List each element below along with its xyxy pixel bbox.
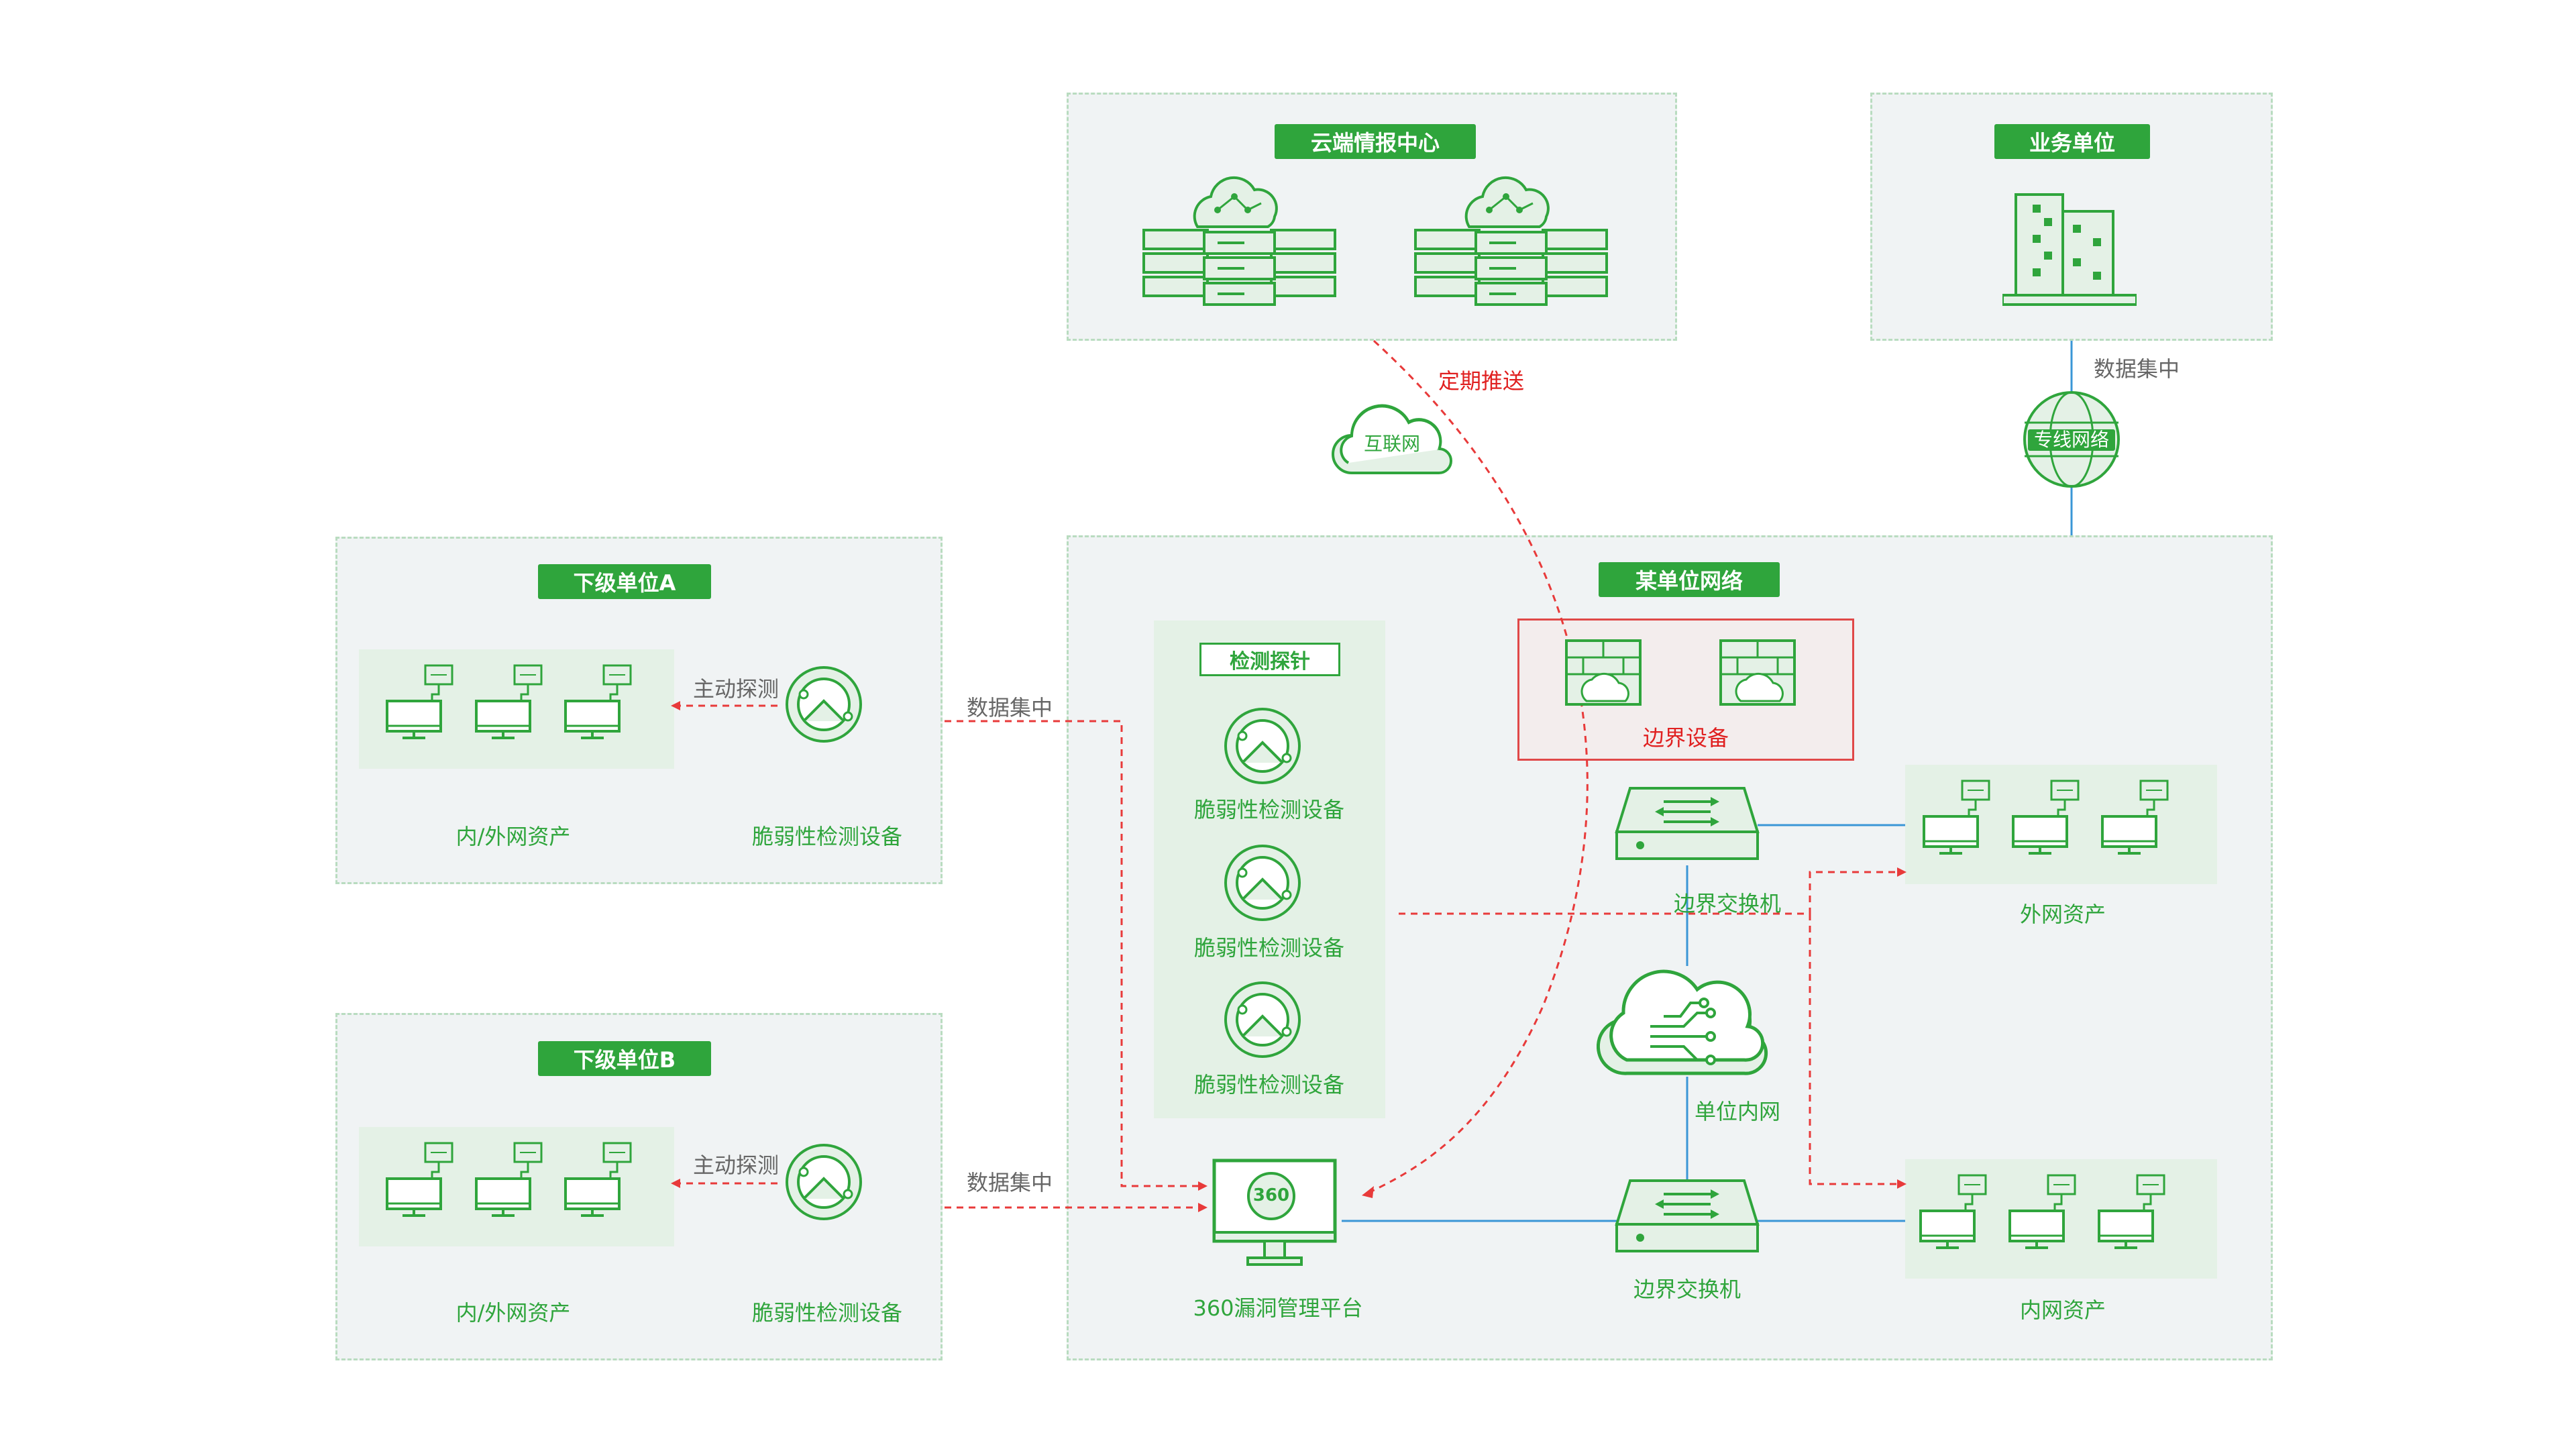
computer-icon: [2099, 780, 2173, 859]
border-switch-bottom-label: 边界交换机: [1633, 1277, 1741, 1302]
computer-icon: [384, 664, 458, 744]
sub-b-assets-label: 内/外网资产: [455, 1300, 571, 1326]
sub-b-data-label: 数据集中: [966, 1170, 1053, 1195]
sub-a-probe-label: 主动探测: [692, 676, 780, 702]
scanner-icon: [784, 1142, 864, 1225]
scanner-icon: [784, 664, 864, 747]
computer-icon: [562, 664, 636, 744]
platform-label: 360漏洞管理平台: [1193, 1295, 1363, 1321]
probe-panel-title: 检测探针: [1199, 643, 1340, 676]
sub-a-data-label: 数据集中: [966, 695, 1053, 720]
platform-badge: 360: [1252, 1185, 1290, 1205]
sub-a-device-label: 脆弱性检测设备: [751, 824, 903, 849]
computer-icon: [2010, 780, 2084, 859]
scanner-icon: [1222, 979, 1303, 1063]
main-network-title: 某单位网络: [1599, 562, 1780, 597]
data-concentration-label-top: 数据集中: [2093, 356, 2180, 382]
cloud-center-title: 云端情报中心: [1275, 124, 1476, 159]
computer-icon: [1921, 780, 1994, 859]
intranet-cloud-icon: [1597, 969, 1768, 1075]
computer-icon: [562, 1142, 636, 1222]
sub-b-probe-label: 主动探测: [692, 1152, 780, 1178]
firewall-icon: [1565, 639, 1642, 706]
computer-icon: [1917, 1174, 1991, 1254]
switch-icon: [1615, 1179, 1760, 1252]
cloud-server-icon: [1414, 176, 1608, 306]
internal-assets-label: 内网资产: [2019, 1297, 2106, 1323]
globe-icon: [2023, 391, 2120, 488]
monitor-icon: [1212, 1159, 1337, 1266]
scanner-icon: [1222, 706, 1303, 789]
building-icon: [2002, 193, 2137, 306]
external-assets-label: 外网资产: [2019, 902, 2106, 927]
business-unit-title: 业务单位: [1994, 124, 2150, 159]
dedicated-network-label: 专线网络: [2033, 429, 2109, 451]
sub-unit-a-title: 下级单位A: [538, 564, 711, 599]
cloud-server-icon: [1142, 176, 1336, 306]
probe-item-label-1: 脆弱性检测设备: [1193, 797, 1345, 822]
internet-label: 互联网: [1363, 433, 1420, 455]
scanner-icon: [1222, 843, 1303, 926]
probe-item-label-3: 脆弱性检测设备: [1193, 1072, 1345, 1097]
sub-unit-b-title: 下级单位B: [538, 1041, 711, 1076]
border-switch-top-label: 边界交换机: [1673, 891, 1782, 916]
periodic-push-label: 定期推送: [1438, 368, 1525, 394]
computer-icon: [384, 1142, 458, 1222]
internet-cloud-icon: [1332, 404, 1452, 474]
switch-icon: [1615, 787, 1760, 860]
sub-a-assets-label: 内/外网资产: [455, 824, 571, 849]
intranet-label: 单位内网: [1694, 1099, 1781, 1124]
firewall-icon: [1719, 639, 1796, 706]
sub-b-device-label: 脆弱性检测设备: [751, 1300, 903, 1326]
probe-item-label-2: 脆弱性检测设备: [1193, 935, 1345, 961]
computer-icon: [2096, 1174, 2169, 1254]
computer-icon: [2006, 1174, 2080, 1254]
border-device-label: 边界设备: [1642, 725, 1729, 751]
computer-icon: [473, 1142, 547, 1222]
computer-icon: [473, 664, 547, 744]
